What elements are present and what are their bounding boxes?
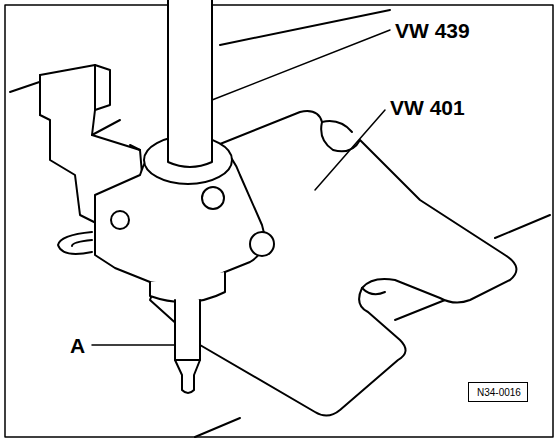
leader-line xyxy=(315,110,385,190)
figure-id: N34-0016 xyxy=(477,388,519,398)
figure-id-box: N34-0016 xyxy=(468,382,528,402)
plate-notch xyxy=(322,121,352,132)
bracket-edge xyxy=(92,120,140,150)
knob xyxy=(202,187,224,209)
part-letter: A xyxy=(70,335,85,356)
tool-number: VW 439 xyxy=(395,20,470,41)
frame xyxy=(5,5,553,437)
bench-line xyxy=(195,418,240,437)
leader-line xyxy=(92,344,175,346)
spring-clip xyxy=(58,232,92,254)
knob xyxy=(111,211,129,229)
rod xyxy=(168,0,212,167)
plate-notch xyxy=(362,288,385,294)
leader-line xyxy=(212,30,390,100)
knob xyxy=(250,232,274,256)
bench-line xyxy=(495,215,550,238)
bracket-edge xyxy=(40,65,95,115)
tool-number: VW 401 xyxy=(390,97,465,118)
guide-pin xyxy=(175,359,200,361)
bench-line xyxy=(395,298,450,320)
base-ring xyxy=(150,272,225,302)
guide-pin xyxy=(175,300,200,393)
